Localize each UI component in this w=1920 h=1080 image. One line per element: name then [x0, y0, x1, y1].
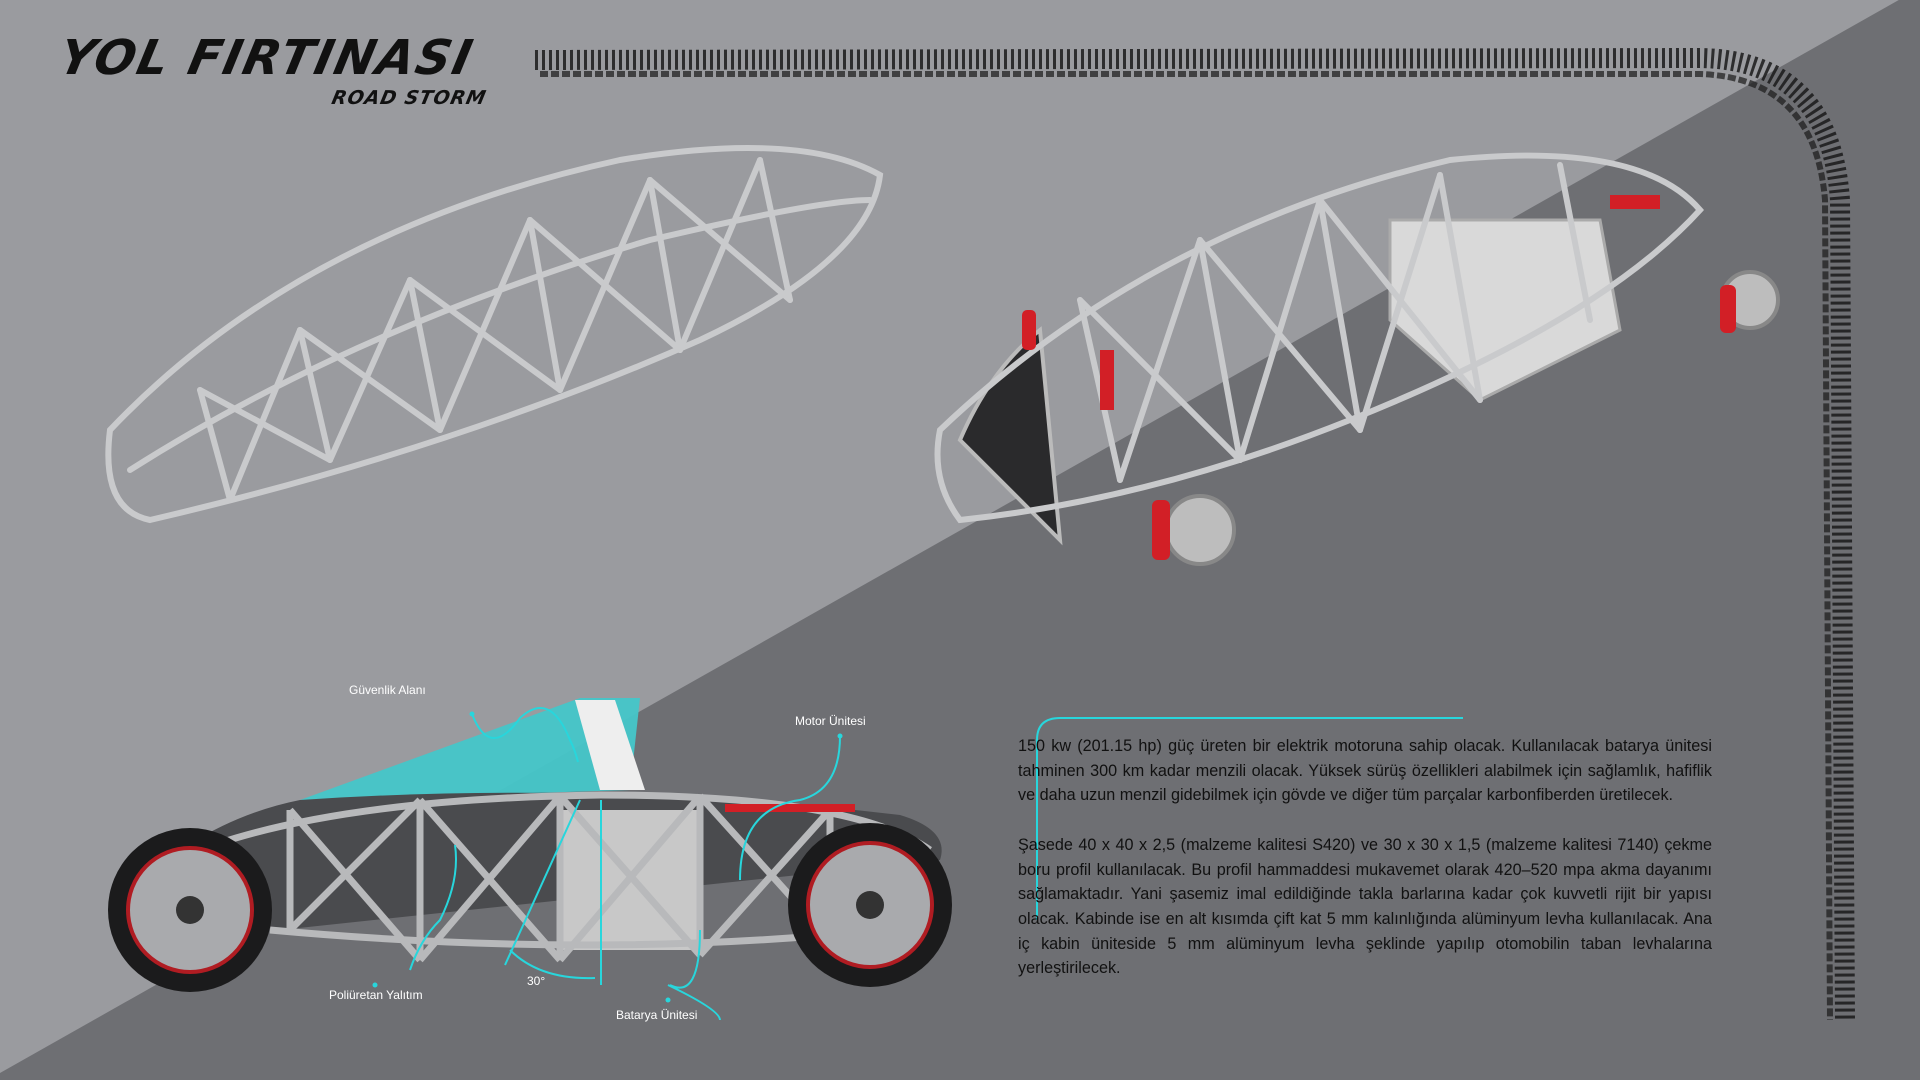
description-block: 150 kw (201.15 hp) güç üreten bir elektr… [1018, 734, 1712, 1006]
brand-title: YOL FIRTINASI [54, 30, 479, 86]
label-safety-zone: Güvenlik Alanı [349, 683, 426, 697]
description-paragraph-2: Şasede 40 x 40 x 2,5 (malzeme kalitesi S… [1018, 835, 1712, 978]
rear-wheel [788, 823, 952, 987]
annotation-leaders [409, 707, 1463, 1021]
bare-chassis-render [105, 145, 884, 524]
description-paragraph-1: 150 kw (201.15 hp) güç üreten bir elektr… [1018, 737, 1712, 805]
label-motor-unit: Motor Ünitesi [795, 714, 866, 728]
front-wheel [108, 828, 272, 992]
tire-track-decoration [534, 47, 1855, 1021]
label-insulation: Poliüretan Yalıtım [329, 988, 423, 1002]
label-angle: 30° [527, 974, 546, 988]
label-battery-unit: Batarya Ünitesi [616, 1008, 698, 1022]
side-view-car-render [108, 698, 952, 992]
assembled-chassis-render [934, 152, 1780, 566]
annotation-arrowheads [372, 711, 843, 1003]
brand-subtitle: ROAD STORM [329, 87, 489, 109]
